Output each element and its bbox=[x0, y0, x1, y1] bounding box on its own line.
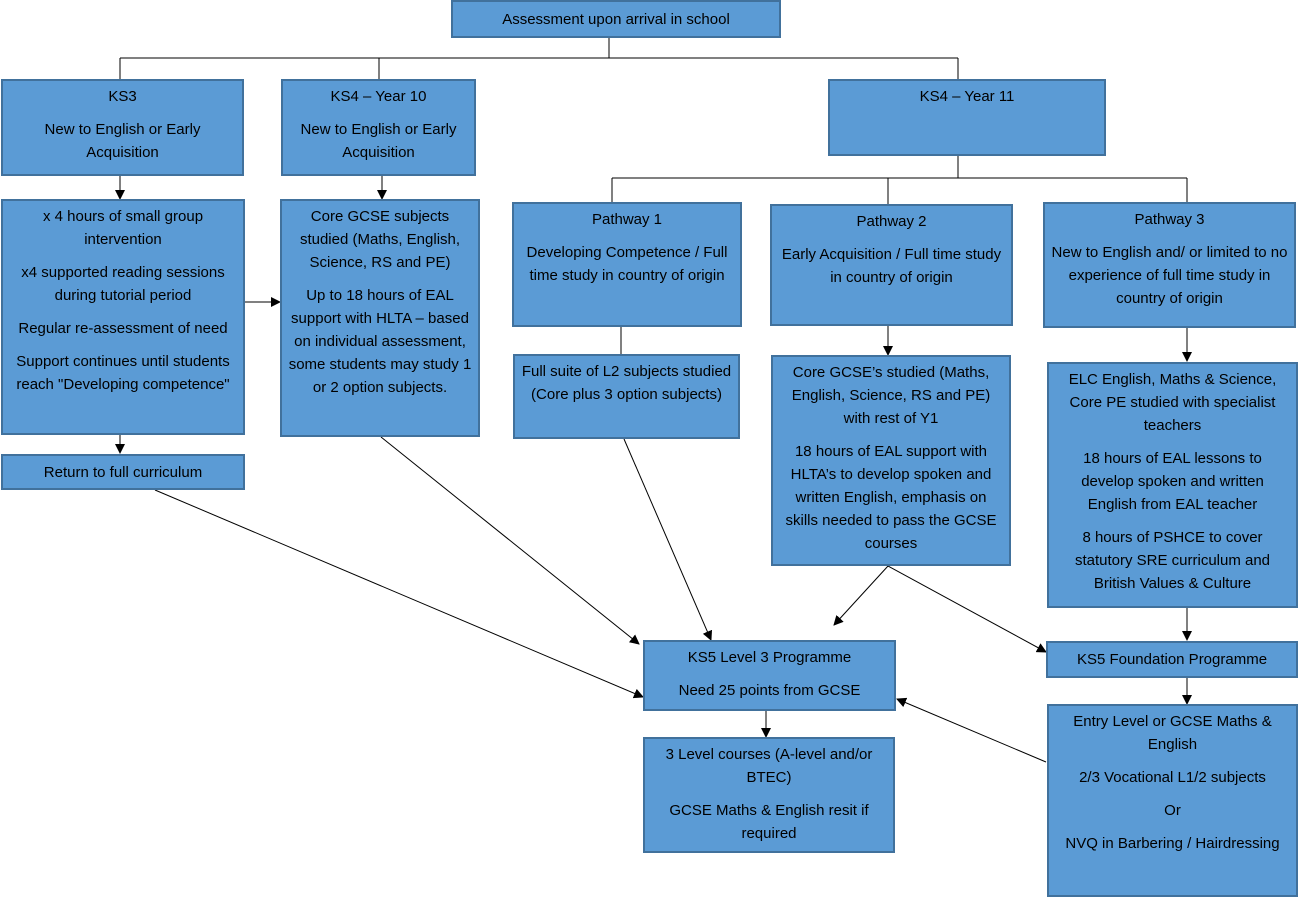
ks4-y10-title: KS4 – Year 10 bbox=[330, 88, 427, 105]
arrow bbox=[833, 565, 889, 626]
ks3-return-label: Return to full curriculum bbox=[43, 464, 203, 481]
pathway1-detail-box: Full suite of L2 subjects studied (Core … bbox=[513, 354, 740, 439]
ks3-subtitle: New to English or Early Acquisition bbox=[44, 121, 201, 161]
pathway3-subtitle: New to English and/ or limited to no exp… bbox=[1051, 244, 1288, 307]
pathway3-title: Pathway 3 bbox=[1134, 211, 1205, 228]
pathway1-subtitle: Developing Competence / Full time study … bbox=[526, 244, 728, 284]
ks3-support-item: x4 supported reading sessions during tut… bbox=[21, 264, 225, 304]
ks3-support-box: x 4 hours of small group intervention x4… bbox=[1, 199, 245, 435]
ks3-box: KS3 New to English or Early Acquisition bbox=[1, 79, 244, 176]
root-box: Assessment upon arrival in school bbox=[451, 0, 781, 38]
ks3-support-item: Regular re-assessment of need bbox=[18, 320, 228, 337]
ks5-level3-requirement: Need 25 points from GCSE bbox=[678, 682, 861, 699]
ks5-foundation-courses-box: Entry Level or GCSE Maths & English 2/3 … bbox=[1047, 704, 1298, 897]
ks5-level3-course-item: GCSE Maths & English resit if required bbox=[669, 802, 869, 842]
arrow bbox=[154, 489, 644, 699]
pathway3-box: Pathway 3 New to English and/ or limited… bbox=[1043, 202, 1296, 328]
ks5-level3-courses-box: 3 Level courses (A-level and/or BTEC) GC… bbox=[643, 737, 895, 853]
ks4-y10-support-box: Core GCSE subjects studied (Maths, Engli… bbox=[280, 199, 480, 437]
ks4-y11-box: KS4 – Year 11 bbox=[828, 79, 1106, 156]
ks4-y11-title: KS4 – Year 11 bbox=[919, 88, 1015, 105]
ks5-foundation-box: KS5 Foundation Programme bbox=[1046, 641, 1298, 678]
ks5-foundation-course-item: NVQ in Barbering / Hairdressing bbox=[1065, 835, 1280, 852]
pathway2-detail-box: Core GCSE’s studied (Maths, English, Sci… bbox=[771, 355, 1011, 566]
pathway1-detail: Full suite of L2 subjects studied (Core … bbox=[521, 363, 732, 403]
ks4-y10-support-item: Up to 18 hours of EAL support with HLTA … bbox=[288, 287, 472, 396]
ks4-y10-subtitle: New to English or Early Acquisition bbox=[300, 121, 457, 161]
ks4-y10-box: KS4 – Year 10 New to English or Early Ac… bbox=[281, 79, 476, 176]
ks5-level3-title: KS5 Level 3 Programme bbox=[687, 649, 852, 666]
pathway2-subtitle: Early Acquisition / Full time study in c… bbox=[781, 246, 1002, 286]
ks3-return-box: Return to full curriculum bbox=[1, 454, 245, 490]
ks5-foundation-course-item: Or bbox=[1164, 802, 1181, 819]
arrow bbox=[896, 697, 1047, 763]
ks4-y10-support-item: Core GCSE subjects studied (Maths, Engli… bbox=[299, 208, 461, 271]
ks5-foundation-course-item: Entry Level or GCSE Maths & English bbox=[1073, 713, 1272, 753]
pathway1-title: Pathway 1 bbox=[591, 211, 663, 228]
arrow bbox=[623, 438, 713, 641]
pathway3-detail-box: ELC English, Maths & Science, Core PE st… bbox=[1047, 362, 1298, 608]
ks5-level3-box: KS5 Level 3 Programme Need 25 points fro… bbox=[643, 640, 896, 711]
pathway2-box: Pathway 2 Early Acquisition / Full time … bbox=[770, 204, 1013, 326]
arrow bbox=[887, 565, 1047, 653]
ks3-support-item: x 4 hours of small group intervention bbox=[42, 208, 204, 248]
pathway3-detail-item: 8 hours of PSHCE to cover statutory SRE … bbox=[1074, 529, 1271, 592]
ks5-level3-course-item: 3 Level courses (A-level and/or BTEC) bbox=[665, 746, 873, 786]
arrow bbox=[380, 436, 640, 645]
root-label: Assessment upon arrival in school bbox=[502, 11, 730, 28]
ks3-support-item: Support continues until students reach "… bbox=[16, 353, 230, 393]
pathway2-detail-item: 18 hours of EAL support with HLTA’s to d… bbox=[785, 443, 997, 552]
pathway3-detail-item: ELC English, Maths & Science, Core PE st… bbox=[1068, 371, 1277, 434]
pathway3-detail-item: 18 hours of EAL lessons to develop spoke… bbox=[1081, 450, 1264, 513]
pathway1-box: Pathway 1 Developing Competence / Full t… bbox=[512, 202, 742, 327]
pathway2-detail-item: Core GCSE’s studied (Maths, English, Sci… bbox=[791, 364, 991, 427]
ks3-title: KS3 bbox=[108, 88, 137, 105]
ks5-foundation-course-item: 2/3 Vocational L1/2 subjects bbox=[1079, 769, 1266, 786]
ks5-foundation-title: KS5 Foundation Programme bbox=[1076, 651, 1268, 668]
pathway2-title: Pathway 2 bbox=[856, 213, 927, 230]
